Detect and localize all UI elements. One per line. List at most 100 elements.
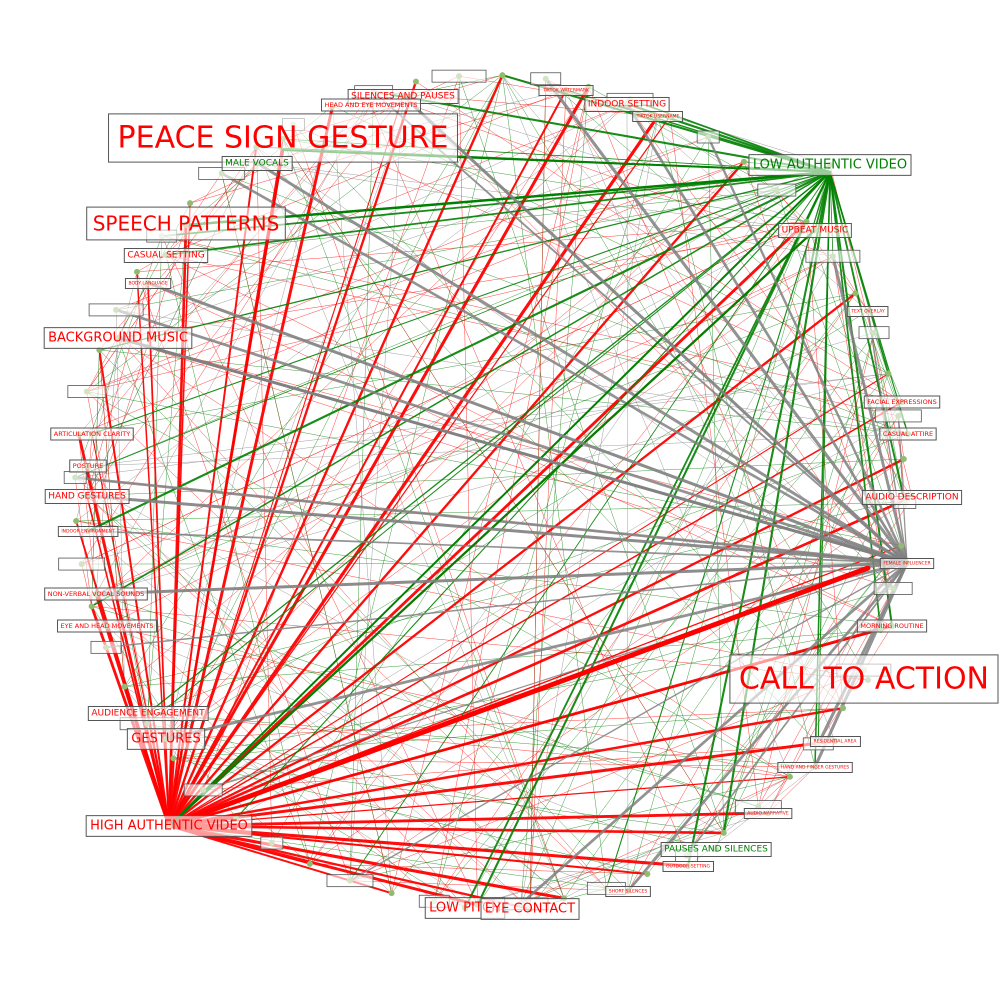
mesh-edge — [282, 138, 565, 899]
high-hub-edge — [167, 292, 857, 828]
mesh-edge — [91, 103, 628, 607]
node-label-text: UPBEAT MUSIC — [782, 226, 849, 236]
graph-node — [898, 542, 905, 549]
node-label: INDOOR ENVIRONMENT — [57, 526, 119, 537]
node-label-box — [605, 886, 651, 897]
strong-edge — [146, 281, 909, 565]
node-label-text: HAND AND FINGER GESTURES — [781, 765, 849, 771]
node-label-text: EYE AND HEAD MOVEMENTS — [61, 622, 154, 630]
high-hub-edge — [167, 160, 746, 828]
mesh-edge — [87, 373, 889, 467]
mesh-edge — [529, 89, 567, 910]
low-hub-edge — [814, 171, 831, 231]
minor-node-label-box — [757, 183, 797, 197]
node-label: SHORT SILENCES — [605, 886, 651, 897]
node-label-text: SILENCES AND PAUSES — [351, 92, 455, 102]
node-label-text: INDOOR ENVIRONMENT — [61, 529, 115, 535]
node-label-text: SPEECH PATTERNS — [93, 212, 280, 236]
node-label-box — [729, 654, 999, 704]
node-label-box — [660, 842, 772, 857]
node-label-box — [777, 762, 853, 773]
influencer-edge — [255, 161, 909, 565]
mesh-edge — [256, 162, 834, 257]
mesh-edge — [117, 337, 607, 889]
node-label: NON-VERBAL VOCAL SOUNDS — [44, 587, 148, 601]
minor-node-label-box — [58, 557, 106, 571]
node-label: CASUAL SETTING — [123, 248, 209, 263]
low-hub-edge — [90, 171, 831, 608]
influencer-edge — [87, 530, 908, 564]
mesh-edge — [520, 86, 589, 905]
mesh-edge — [136, 271, 351, 881]
mesh-edge — [117, 337, 894, 589]
node-label-text: MORNING ROUTINE — [860, 622, 923, 630]
high-hub-edge — [167, 73, 504, 828]
high-hub-edge — [86, 495, 170, 827]
strong-edge — [168, 171, 831, 827]
mesh-edge — [349, 776, 791, 881]
mesh-edge — [95, 91, 374, 595]
node-label: BODY LANGUAGE — [124, 278, 172, 289]
node-label-text: AUDIENCE ENGAGEMENT — [91, 709, 205, 719]
node-label-box — [85, 815, 253, 837]
node-label-text: ARTICULATION CLARITY — [54, 430, 130, 438]
node-label: HAND GESTURES — [44, 489, 130, 504]
node-label: HAND AND FINGER GESTURES — [777, 762, 853, 773]
node-label-text: AUDIO NARRATIVE — [747, 811, 789, 817]
mesh-edge — [78, 161, 745, 435]
node-label: AUDIO NARRATIVE — [743, 808, 793, 819]
node-label: GESTURES — [126, 728, 206, 750]
mesh-edge — [282, 138, 725, 834]
mesh-edge — [117, 337, 311, 865]
high-hub-edge — [167, 824, 566, 900]
influencer-edge — [164, 561, 909, 741]
node-label-box — [879, 558, 935, 569]
mesh-edge — [165, 255, 834, 740]
mesh-edge — [309, 863, 648, 875]
high-hub-edge — [168, 401, 903, 827]
node-label: AUDIENCE ENGAGEMENT — [87, 706, 209, 721]
mesh-edge — [165, 161, 745, 740]
mesh-edge — [477, 812, 769, 906]
high-hub-edge — [167, 824, 532, 911]
mesh-edge — [165, 707, 844, 740]
influencer-edge — [349, 562, 908, 882]
influencer-edge — [625, 102, 909, 565]
low-hub-edge — [722, 170, 832, 834]
mesh-edge — [117, 337, 902, 546]
mesh-edge — [502, 74, 865, 671]
node-label: FACIAL EXPRESSIONS — [863, 395, 941, 409]
mesh-edge — [75, 520, 869, 681]
low-hub-edge — [235, 171, 831, 819]
node-label-text: TIKTOK USERNAME — [636, 114, 680, 120]
node-label-text: TIKTOK WATERMARK — [542, 88, 590, 94]
high-hub-edge — [167, 824, 726, 835]
influencer-edge — [105, 562, 908, 649]
node-label-text: BACKGROUND MUSIC — [48, 331, 188, 346]
node-label: UPBEAT MUSIC — [778, 223, 852, 238]
mesh-edge — [715, 373, 889, 850]
node-label-box — [748, 154, 912, 176]
mesh-edge — [86, 95, 404, 497]
mesh-edge — [86, 391, 791, 778]
influencer-edge — [685, 562, 908, 857]
mesh-edge — [161, 235, 903, 403]
node-label: TEXT OVERLAY — [846, 306, 889, 317]
mesh-edge — [563, 776, 791, 899]
node-label-box — [778, 223, 852, 238]
low-hub-edge — [98, 171, 831, 351]
low-hub-edge — [686, 170, 832, 868]
node-label-box — [321, 98, 421, 112]
mesh-edge — [124, 686, 478, 906]
high-hub-edge — [167, 80, 418, 828]
mesh-edge — [86, 458, 905, 497]
minor-node-label-box — [431, 69, 487, 83]
node-label-box — [43, 327, 193, 349]
node-label: EYE AND HEAD MOVEMENTS — [57, 619, 157, 633]
node-label-text: MALE VOCALS — [225, 159, 289, 169]
node-label: FEMALE INFLUENCER — [879, 558, 935, 569]
node-label-box — [69, 459, 107, 473]
mesh-edge — [87, 465, 466, 909]
node-label-text: EYE CONTACT — [485, 902, 575, 917]
mesh-edge — [520, 221, 807, 905]
